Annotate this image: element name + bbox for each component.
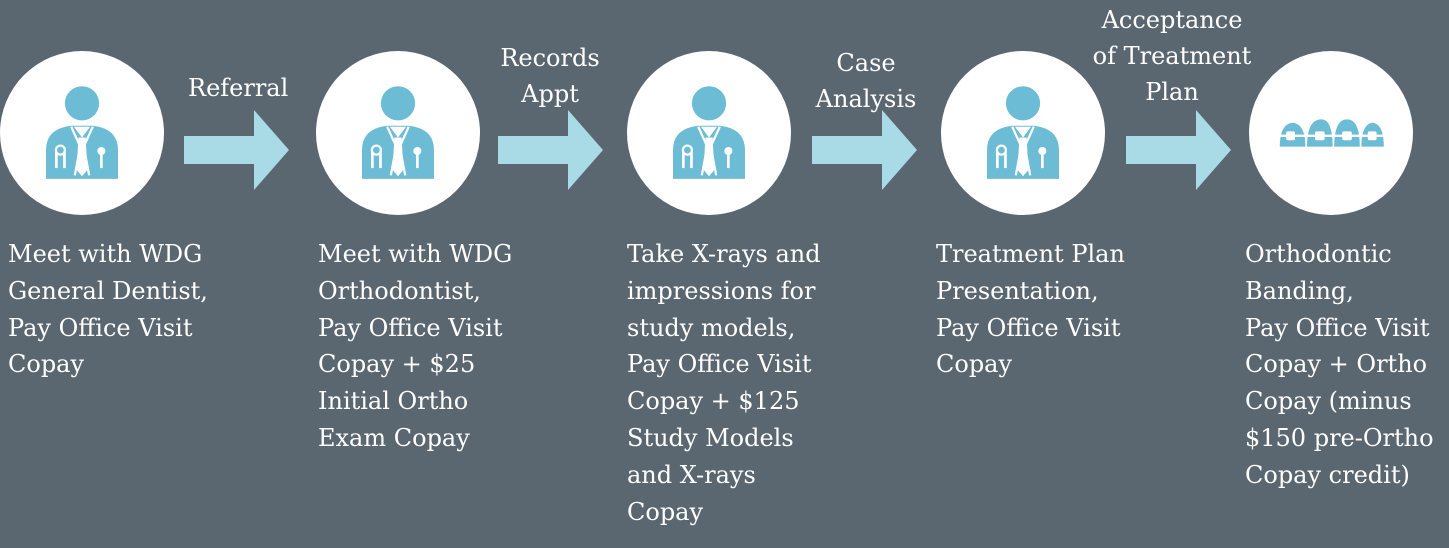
transition-2-label: Records Appt [500,44,600,108]
dentist-icon [978,83,1068,183]
step-2-description: Meet with WDG Orthodontist, Pay Office V… [318,240,513,452]
step-1-description: Meet with WDG General Dentist, Pay Offic… [8,240,208,379]
step-3-description: Take X-rays and impressions for study mo… [627,240,821,526]
dentist-icon [353,83,443,183]
arrow-icon [184,110,289,190]
transition-3-label: Case Analysis [815,49,917,113]
step-4-circle [941,51,1105,215]
dentist-icon [664,83,754,183]
step-2-circle [316,51,480,215]
step-1-circle [0,51,164,215]
arrow-icon [498,110,603,190]
arrow-icon [812,110,917,190]
transition-4-label: Acceptance of Treatment Plan [1092,6,1252,106]
transition-1-label: Referral [188,74,289,102]
step-4-description: Treatment Plan Presentation, Pay Office … [936,240,1125,379]
step-5-circle [1249,51,1413,215]
step-5-description: Orthodontic Banding, Pay Office Visit Co… [1245,240,1434,489]
step-3-circle [627,51,791,215]
arrow-icon [1126,110,1231,190]
dentist-icon [37,83,127,183]
braces-icon [1275,113,1387,153]
